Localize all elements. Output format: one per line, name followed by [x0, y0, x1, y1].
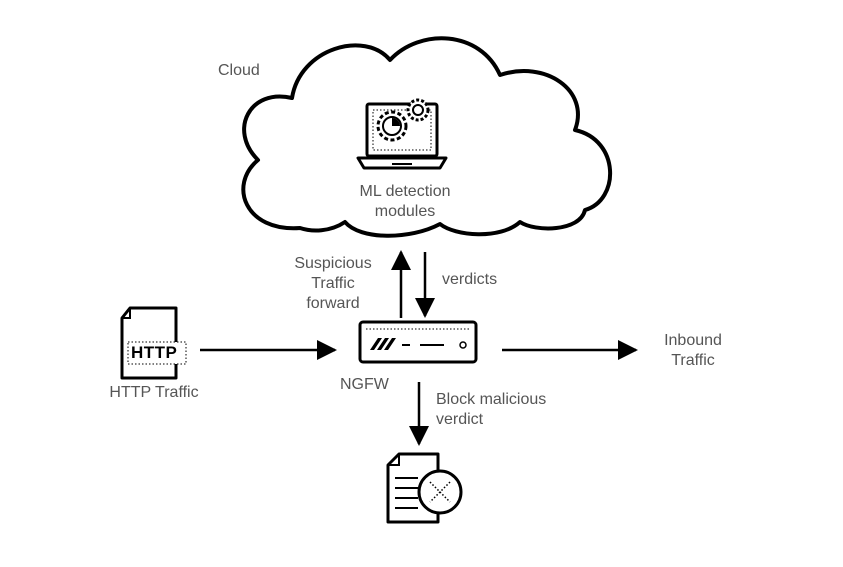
gear-icon: [376, 98, 430, 142]
ml-detection-modules-label: ML detection modules: [330, 182, 480, 222]
cloud-label: Cloud: [218, 62, 260, 79]
http-traffic-label: HTTP Traffic: [109, 384, 199, 401]
inbound-label-line2: Traffic: [671, 352, 715, 369]
inbound-label-line1: Inbound: [664, 332, 722, 349]
verdicts-label: verdicts: [442, 271, 498, 288]
block-malicious-verdict-label: Block malicious verdict: [436, 390, 546, 430]
suspicious-label-line2: Traffic: [311, 275, 355, 292]
suspicious-label-line3: forward: [306, 295, 360, 312]
ml-label-line2: modules: [374, 203, 436, 220]
firewall-appliance-icon: [358, 320, 478, 364]
block-label-line2: verdict: [436, 411, 484, 428]
http-icon-text: HTTP: [131, 343, 178, 362]
block-label-line1: Block malicious: [436, 391, 547, 408]
http-document-icon: [120, 306, 187, 380]
suspicious-traffic-label: Suspicious Traffic forward: [280, 254, 386, 314]
blocked-document-icon: [386, 452, 463, 524]
suspicious-label-line1: Suspicious: [294, 255, 372, 272]
ngfw-label: NGFW: [340, 376, 389, 393]
ml-label-line1: ML detection: [359, 183, 451, 200]
inbound-traffic-label: Inbound Traffic: [648, 331, 738, 371]
laptop-icon: [356, 102, 448, 170]
